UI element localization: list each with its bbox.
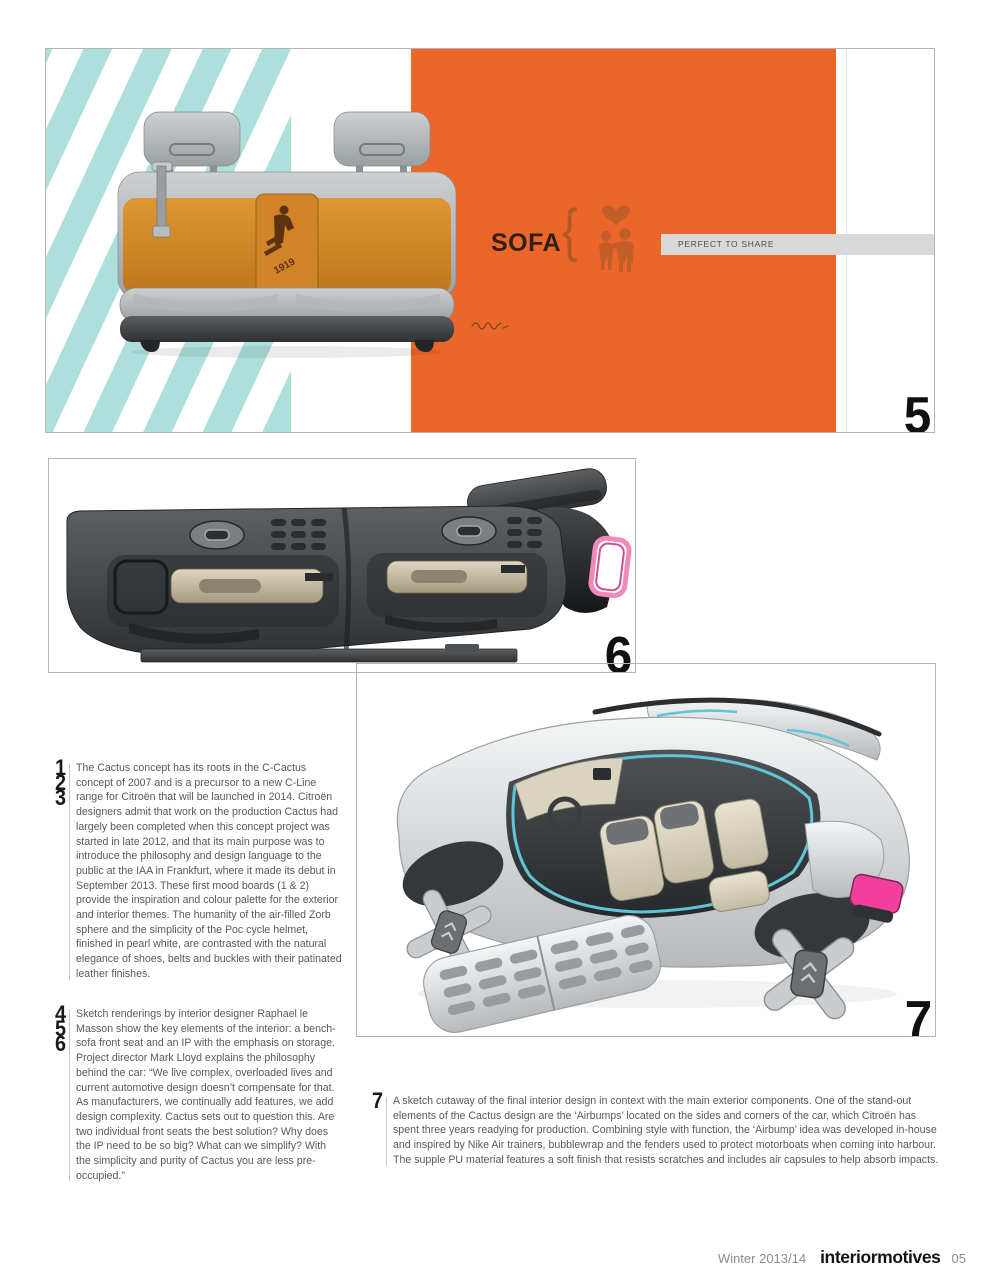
figure-box-moodboard: 1919 SOFA { [45,48,935,433]
page-footer: Winter 2013/14 interiormotives 05 [718,1247,966,1268]
brace-glyph: { [561,198,578,263]
share-tagline-bar: PERFECT TO SHARE [661,234,934,255]
caption-text: The Cactus concept has its roots in the … [76,762,342,980]
pink-lamp-bezel [588,535,632,598]
couple-heart-icon [599,205,634,272]
caption-number: 1 [55,755,67,780]
caption-rule [69,764,70,980]
caption-text: A sketch cutaway of the final interior d… [393,1095,939,1166]
footer-page-number: 05 [951,1251,966,1266]
sofa-label: SOFA [491,229,562,257]
figure-number-5: 5 [903,387,931,433]
door-panels-illustration [66,468,632,663]
caption-number: 4 [55,1001,67,1026]
caption-rule [69,1010,70,1182]
caption-number: 5 [55,1016,67,1041]
tail-lamp [849,873,904,923]
footer-issue: Winter 2013/14 [717,1251,807,1266]
bench-seat-illustration: 1919 [117,111,457,358]
share-tagline-text: PERFECT TO SHARE [678,239,775,249]
caption-block-1-3: 1 2 3 The Cactus concept has its roots i… [55,755,342,982]
caption-number: 3 [55,785,67,810]
footer-brand-logo: interiormotives [820,1247,941,1267]
caption-text: Sketch renderings by interior designer R… [76,1008,336,1182]
figure-number-7: 7 [904,991,932,1037]
caption-block-7: 7 A sketch cutaway of the final interior… [372,1088,939,1168]
rear-wheel [763,928,855,1020]
caption-rule [386,1097,387,1166]
caption-block-4-6: 4 5 6 Sketch renderings by interior desi… [55,1001,342,1183]
caption-number: 6 [55,1031,67,1056]
caption-number: 2 [55,770,67,795]
figure-number-6: 6 [604,627,632,673]
floor-board [423,915,661,1033]
caption-number: 7 [372,1088,384,1113]
caption-numbers-4-6: 4 5 6 [55,1001,71,1056]
figure-box-door-panels: 6 [48,458,636,673]
cactus-cutaway-illustration [396,697,910,1033]
figure-box-cutaway: 7 [356,663,936,1037]
designer-signature [471,322,509,330]
caption-numbers-7: 7 [372,1088,388,1113]
caption-numbers-1-3: 1 2 3 [55,755,71,810]
